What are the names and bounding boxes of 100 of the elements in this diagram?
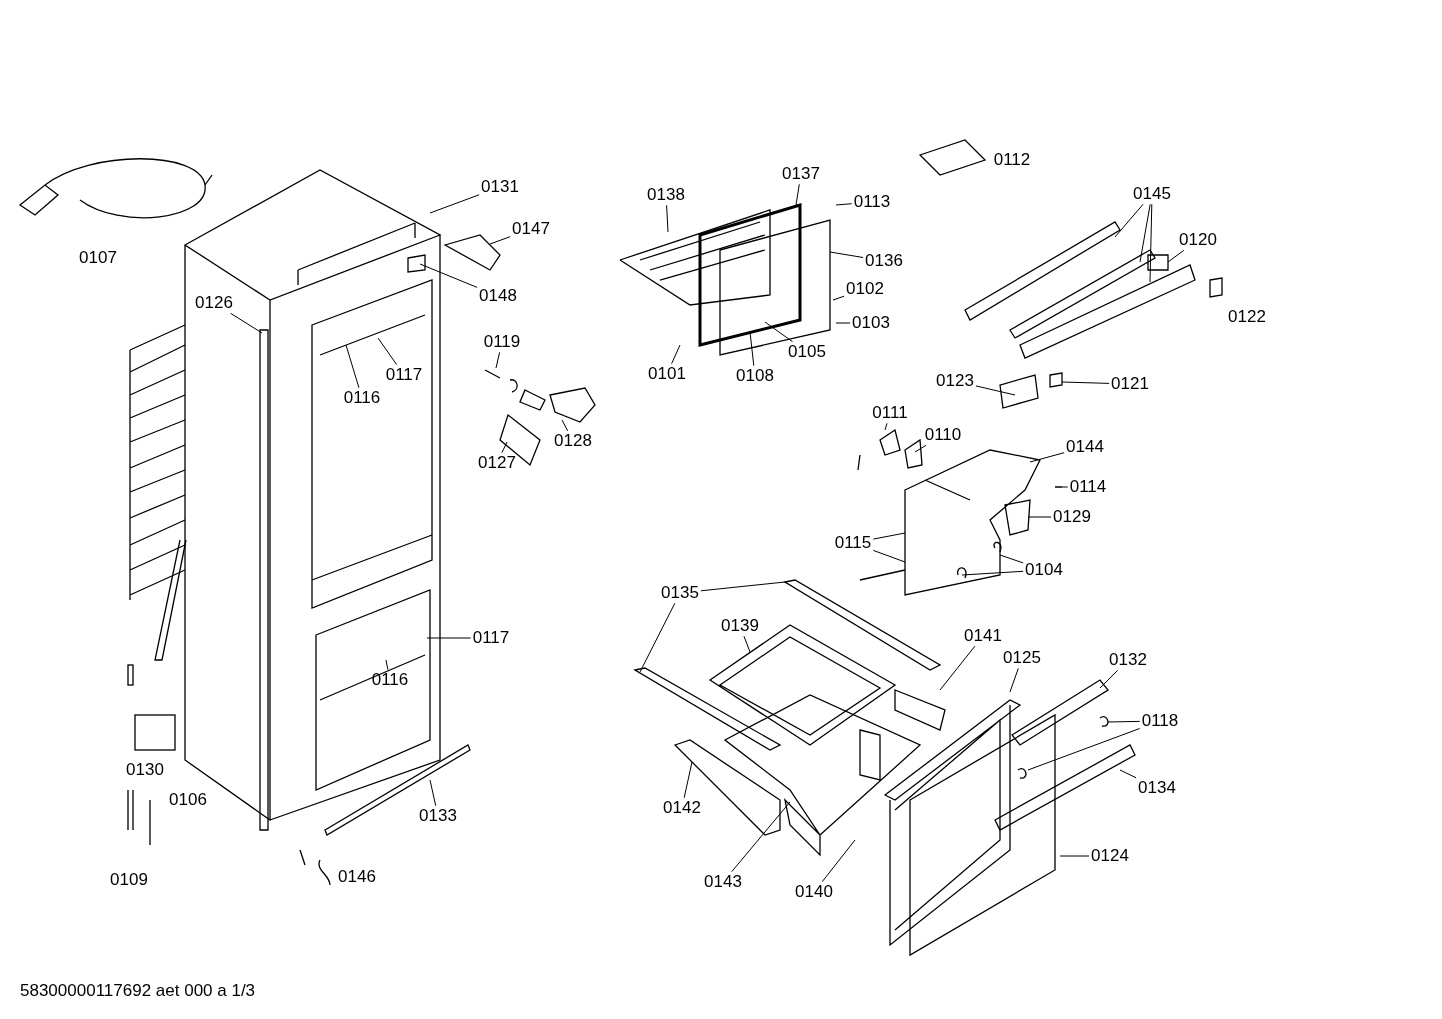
callout-number: 0147 [512,219,550,239]
callout-number: 0116 [371,670,409,690]
callout-number: 0126 [195,293,233,313]
callout-number: 0144 [1066,437,1104,457]
document-number: 58300000117692 aet 000 a 1/3 [20,981,256,1001]
leader-line [1027,728,1141,771]
leader-line [1061,486,1069,488]
leader-line [489,236,511,245]
leader-line [975,385,1016,396]
callout-number: 0118 [1141,711,1179,731]
leader-line [429,194,480,214]
callout-number: 0129 [1053,507,1091,527]
callout-number: 0124 [1091,846,1129,866]
callout-number: 0103 [852,313,890,333]
callout-number: 0108 [736,366,774,386]
leader-line [1061,381,1110,384]
callout-number: 0137 [782,164,820,184]
callout-number: 0142 [663,798,701,818]
leader-line [700,581,786,592]
leader-line [1009,667,1019,693]
callout-number: 0148 [479,286,517,306]
callout-number: 0102 [846,279,884,299]
callout-number: 0128 [554,431,592,451]
callout-number: 0117 [385,365,423,385]
leader-line [821,839,856,883]
leader-line [1119,769,1137,779]
leader-line [385,659,389,671]
callout-number: 0110 [924,425,962,445]
callout-number: 0104 [1025,560,1063,580]
callout-number: 0136 [865,251,903,271]
leader-line [1059,855,1090,857]
callout-number: 0131 [481,177,519,197]
leader-line [501,441,508,454]
leader-line [939,645,976,691]
callout-number: 0115 [834,533,872,553]
leader-line [829,251,864,258]
leader-line [832,295,845,301]
callout-number: 0140 [795,882,833,902]
leader-line [561,419,569,432]
leader-line [495,351,501,369]
callout-number: 0120 [1179,230,1217,250]
callout-number: 0127 [478,453,516,473]
callout-number: 0116 [343,388,381,408]
leader-line [345,344,360,389]
callout-number: 0145 [1133,184,1171,204]
leader-line [429,779,437,807]
leader-line [835,322,851,324]
leader-line [795,183,800,206]
leader-line [426,637,472,639]
leader-line [749,331,755,367]
callout-number: 0134 [1138,778,1176,798]
leader-line [1107,720,1141,723]
leader-line [230,312,263,334]
callout-number: 0135 [661,583,699,603]
leader-line [743,635,751,653]
callout-number: 0146 [338,867,376,887]
leader-line [764,321,793,343]
callout-number: 0132 [1109,650,1147,670]
leader-line [884,422,888,431]
leader-line [1099,669,1119,689]
callout-number: 0105 [788,342,826,362]
callout-number: 0123 [936,371,974,391]
leader-line [999,554,1024,564]
leader-line [731,801,791,873]
callout-number: 0119 [483,332,521,352]
leader-line [419,263,478,288]
leader-line [666,204,669,233]
callout-number: 0107 [79,248,117,268]
callout-number: 0133 [419,806,457,826]
leader-line [1167,249,1185,263]
callout-number: 0114 [1069,477,1107,497]
leader-line [1029,452,1065,463]
leader-line [1149,203,1153,283]
callout-number: 0138 [647,185,685,205]
callout-number: 0141 [964,626,1002,646]
callout-number: 0106 [169,790,207,810]
leader-line [377,337,398,366]
leader-line [872,532,906,540]
leader-line [1139,203,1151,263]
leader-line [961,570,1024,576]
leader-line [1027,516,1052,518]
leader-line [1114,203,1144,238]
callout-number: 0101 [648,364,686,384]
callout-number: 0109 [110,870,148,890]
leader-line [872,549,906,563]
callout-number: 0122 [1228,307,1266,327]
callout-number: 0121 [1111,374,1149,394]
callout-number: 0112 [993,150,1031,170]
leader-line [914,444,927,453]
leader-line [683,761,693,799]
leader-line [835,203,853,206]
callout-number: 0125 [1003,648,1041,668]
callout-number: 0111 [872,403,908,423]
callout-number: 0117 [472,628,510,648]
callout-number: 0139 [721,616,759,636]
callout-number: 0143 [704,872,742,892]
callout-number: 0113 [853,192,891,212]
callout-number: 0130 [126,760,164,780]
leader-line [639,602,676,673]
leader-line [671,344,681,365]
